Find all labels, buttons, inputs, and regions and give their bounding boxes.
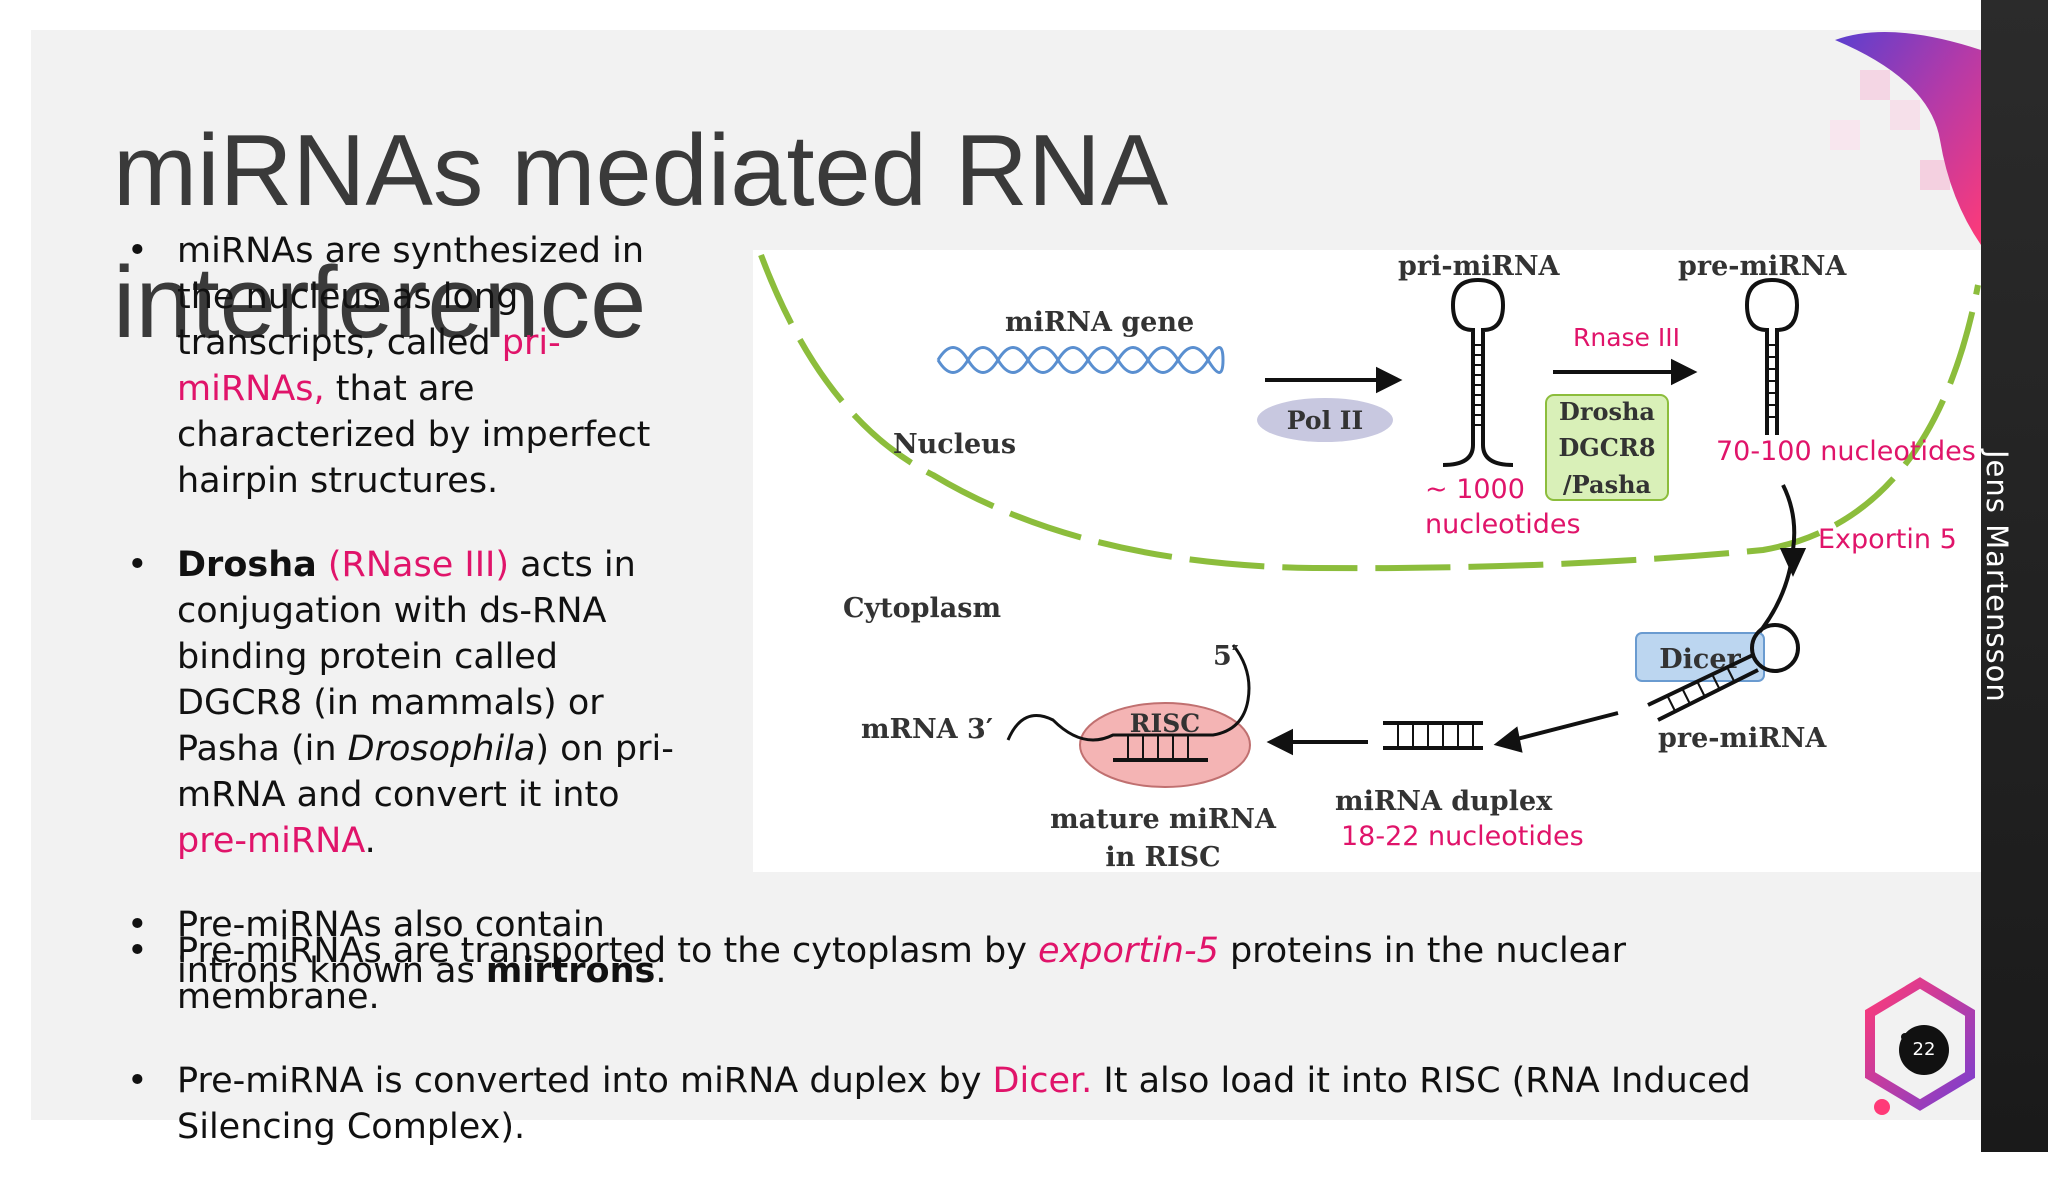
- label-risc: RISC: [1130, 709, 1200, 738]
- label-pre-mirna-top: pre-miRNA: [1678, 251, 1847, 282]
- right-sidebar: [1981, 0, 2048, 1152]
- label-1000-a: ~ 1000: [1425, 474, 1525, 505]
- pre-mirna-hairpin-top: [1744, 277, 1800, 435]
- label-1000-b: nucleotides: [1425, 509, 1581, 540]
- bullet-text: miRNAs are synthesized in the nucleus as…: [177, 231, 645, 363]
- decorative-gradient-shape: [1830, 30, 1981, 245]
- bullet-text: exportin-5: [1038, 931, 1219, 971]
- drosha-box: [1545, 394, 1669, 501]
- label-pol2: Pol II: [1287, 406, 1363, 435]
- arrow-loading: [1266, 728, 1368, 756]
- bullet-item: miRNAs are synthesized in the nucleus as…: [113, 228, 693, 504]
- nuclear-membrane: [758, 253, 1981, 572]
- bullet-item: Pre-miRNAs are transported to the cytopl…: [113, 928, 1763, 1020]
- bullet-text: Dicer.: [992, 1061, 1093, 1101]
- label-pasha: /Pasha: [1563, 470, 1651, 499]
- bullet-text: ) on pri-mRNA and convert it into: [177, 729, 674, 815]
- label-cytoplasm: Cytoplasm: [843, 593, 1001, 624]
- bullet-text: that are characterized by imperfect hair…: [177, 369, 651, 501]
- arrow-processing: [1553, 358, 1698, 386]
- label-rnase3: Rnase III: [1573, 323, 1680, 352]
- label-mrna: mRNA 3′: [861, 714, 993, 745]
- label-pre-mirna-bottom: pre-miRNA: [1658, 723, 1827, 754]
- arrow-transcription: [1265, 366, 1403, 394]
- bullet-text: pri-miRNAs,: [177, 323, 561, 409]
- mrna-strand: [1006, 644, 1251, 762]
- label-exportin5: Exportin 5: [1818, 524, 1957, 555]
- left-bullet-list: miRNAs are synthesized in the nucleus as…: [113, 228, 693, 1032]
- bottom-bullet-list: Pre-miRNAs are transported to the cytopl…: [113, 928, 1763, 1188]
- label-drosha: Drosha: [1559, 397, 1655, 426]
- author-name: Jens Martensson: [1980, 450, 2014, 703]
- page-number: 22: [1899, 1025, 1949, 1075]
- bullet-text: proteins in the nuclear membrane.: [177, 931, 1627, 1017]
- bullet-text: [317, 545, 328, 585]
- arrow-export: [1751, 484, 1807, 642]
- bullet-text: acts in conjugation with ds-RNA binding …: [177, 545, 636, 769]
- bullet-text: Drosha: [177, 545, 317, 585]
- dna-helix: [936, 346, 1225, 374]
- pre-mirna-hairpin-bottom: [1647, 623, 1800, 722]
- label-70-100: 70-100 nucleotides: [1716, 436, 1976, 467]
- label-nucleus: Nucleus: [893, 429, 1016, 460]
- label-mirna-duplex: miRNA duplex: [1335, 786, 1553, 817]
- bullet-item: Pre-miRNA is converted into miRNA duplex…: [113, 1058, 1763, 1150]
- pol2-ellipse: [1257, 398, 1393, 442]
- bullet-text: Pre-miRNAs are transported to the cytopl…: [177, 931, 1039, 971]
- bullet-text: (RNase III): [327, 545, 509, 585]
- label-dgcr8: DGCR8: [1558, 433, 1655, 462]
- label-mature-b: in RISC: [1105, 842, 1220, 872]
- label-five-prime: 5′: [1213, 641, 1239, 672]
- label-mirna-gene: miRNA gene: [1005, 307, 1194, 338]
- label-pri-mirna: pri-miRNA: [1398, 251, 1561, 282]
- label-mature-a: mature miRNA: [1050, 804, 1277, 835]
- pri-mirna-hairpin: [1442, 277, 1514, 467]
- mirna-pathway-figure: miRNA gene Pol II Nucleus pri-miRNA ~ 10…: [753, 250, 1981, 872]
- mirna-duplex: [1383, 721, 1483, 750]
- bullet-text: Drosophila: [347, 729, 536, 769]
- bullet-item: Drosha (RNase III) acts in conjugation w…: [113, 542, 693, 864]
- label-18-22: 18-22 nucleotides: [1341, 821, 1584, 852]
- bullet-text: It also load it into RISC (RNA Induced S…: [177, 1061, 1751, 1147]
- risc-ellipse: [1079, 702, 1251, 788]
- bullet-text: Pre-miRNA is converted into miRNA duplex…: [177, 1061, 993, 1101]
- arrow-dicing: [1493, 711, 1619, 753]
- bullet-text: .: [364, 821, 376, 861]
- bullet-text: pre-miRNA: [177, 821, 365, 861]
